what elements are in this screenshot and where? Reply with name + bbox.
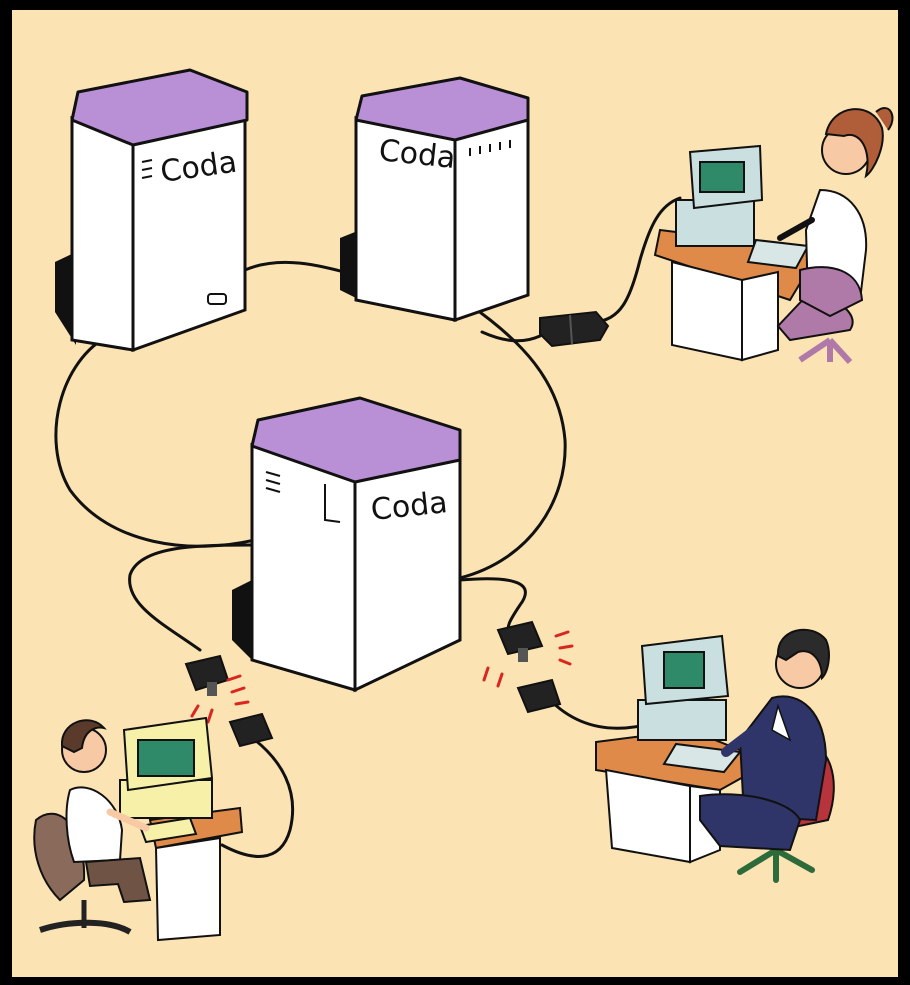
server-1-front bbox=[72, 118, 133, 350]
server-3-front bbox=[252, 445, 355, 690]
server-3: Coda bbox=[232, 398, 460, 690]
server-2-side bbox=[455, 118, 528, 320]
server-2: Coda bbox=[340, 78, 528, 320]
server-1: Coda bbox=[55, 70, 247, 350]
network-connector-icon bbox=[540, 312, 608, 346]
